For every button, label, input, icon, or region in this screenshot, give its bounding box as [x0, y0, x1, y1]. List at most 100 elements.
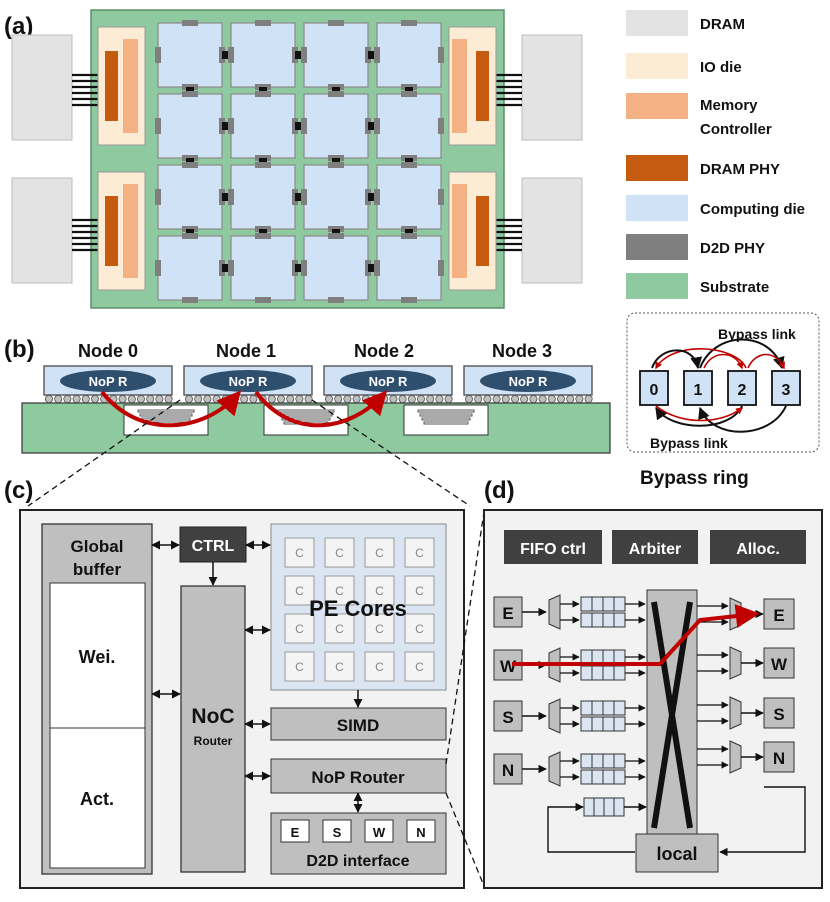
micro-bump [267, 394, 276, 403]
panel-b-label: (b) [4, 336, 35, 363]
micro-bump [276, 394, 285, 403]
d2d-phy [374, 47, 380, 63]
micro-bump [492, 394, 501, 403]
micro-bump [194, 394, 203, 403]
computing-die [157, 22, 223, 88]
d2d-phy [438, 260, 444, 276]
dram-block [521, 34, 583, 141]
d2d-phy [228, 189, 234, 205]
micro-bump [510, 394, 519, 403]
nop-router-label-2: NoP R [369, 374, 408, 389]
panel-c-label: (c) [4, 477, 33, 504]
ring-node-3-label: 3 [782, 382, 791, 399]
input-port-w-label: W [500, 657, 517, 676]
local-label: local [656, 844, 697, 864]
dram-block [11, 177, 73, 284]
fifo-ctrl-block [504, 530, 602, 564]
output-mux [729, 740, 742, 774]
input-demux [548, 751, 561, 787]
micro-bump [538, 394, 547, 403]
d2d-phy [401, 162, 417, 168]
micro-bump [136, 394, 145, 403]
d2d-phy [182, 91, 198, 97]
micro-bump [566, 394, 575, 403]
global-buffer-label-1: Global [71, 537, 124, 556]
micro-bump [334, 394, 343, 403]
d2d-phy [328, 297, 344, 303]
d2d-phy [374, 118, 380, 134]
micro-bump [127, 394, 136, 403]
io-dies [97, 26, 497, 291]
computing-die [230, 164, 296, 230]
d2d-link [368, 193, 377, 201]
legend-swatch-io-die [626, 53, 688, 79]
d2d-link [259, 229, 267, 236]
micro-bump [304, 394, 313, 403]
input-port-n [493, 753, 523, 785]
legend-label-memory-controller-2: Controller [700, 121, 772, 138]
pe-core [404, 537, 435, 568]
computing-die [230, 235, 296, 301]
activation-buffer-label: Act. [80, 789, 114, 809]
bypass-arc [747, 353, 785, 370]
input-demux [548, 594, 561, 630]
ring-node-1 [683, 370, 713, 406]
global-buffer-label-2: buffer [73, 560, 122, 579]
bypass-arc [703, 353, 744, 370]
pe-core-label: C [375, 584, 384, 598]
output-port-s [763, 697, 795, 729]
d2d-link [295, 122, 304, 130]
d2d-phy [328, 20, 344, 26]
d2d-link [295, 264, 304, 272]
arbiter-block [612, 530, 698, 564]
micro-bump [557, 394, 566, 403]
legend-label-dram-phy: DRAM PHY [700, 161, 780, 178]
micro-bump [212, 394, 221, 403]
micro-bump [407, 394, 416, 403]
pe-cores-label: PE Cores [309, 596, 407, 621]
d2d-port-s [322, 819, 352, 843]
bridge-trace [423, 421, 469, 425]
input-port-n-label: N [502, 761, 514, 780]
legend-swatch-dram [626, 10, 688, 36]
d2d-phy [374, 260, 380, 276]
output-port-s-label: S [773, 705, 784, 724]
pe-core [284, 613, 315, 644]
legend-swatch-d2d-phy [626, 234, 688, 260]
d2d-port-w-label: W [373, 825, 386, 840]
d2d-phy [401, 233, 417, 239]
weight-buffer [49, 582, 146, 729]
nop-router-label: NoP Router [311, 768, 405, 787]
d2d-port-n-label: N [416, 825, 425, 840]
pe-core-label: C [335, 584, 344, 598]
pe-core [284, 651, 315, 682]
bypass-link-top-label: Bypass link [718, 326, 796, 342]
d2d-phy [182, 233, 198, 239]
nop-route-1-2 [254, 390, 388, 428]
d2d-phy [182, 297, 198, 303]
bypass-arc [655, 348, 747, 370]
ring-node-3 [771, 370, 801, 406]
d2d-phy [155, 260, 161, 276]
dram-phy [105, 196, 118, 266]
panel-c: (c) Global buffer Wei. Act. CTRL NoC Rou… [4, 477, 485, 889]
computing-die [303, 22, 369, 88]
micro-bumps [45, 394, 593, 403]
micro-bump [164, 394, 173, 403]
micro-bump [54, 394, 63, 403]
input-port-e-label: E [502, 604, 513, 623]
micro-bump [483, 394, 492, 403]
micro-bump [426, 394, 435, 403]
noc-sub-label: Router [194, 734, 233, 748]
pe-core [324, 651, 355, 682]
legend-swatch-substrate [626, 273, 688, 299]
output-port-w [763, 647, 795, 679]
bypass-link-bottom-label: Bypass link [650, 435, 728, 451]
d2d-link [368, 264, 377, 272]
output-mux [729, 696, 742, 730]
pe-core-label: C [335, 660, 344, 674]
d2d-phy [228, 47, 234, 63]
micro-bump [444, 394, 453, 403]
micro-bump [389, 394, 398, 403]
